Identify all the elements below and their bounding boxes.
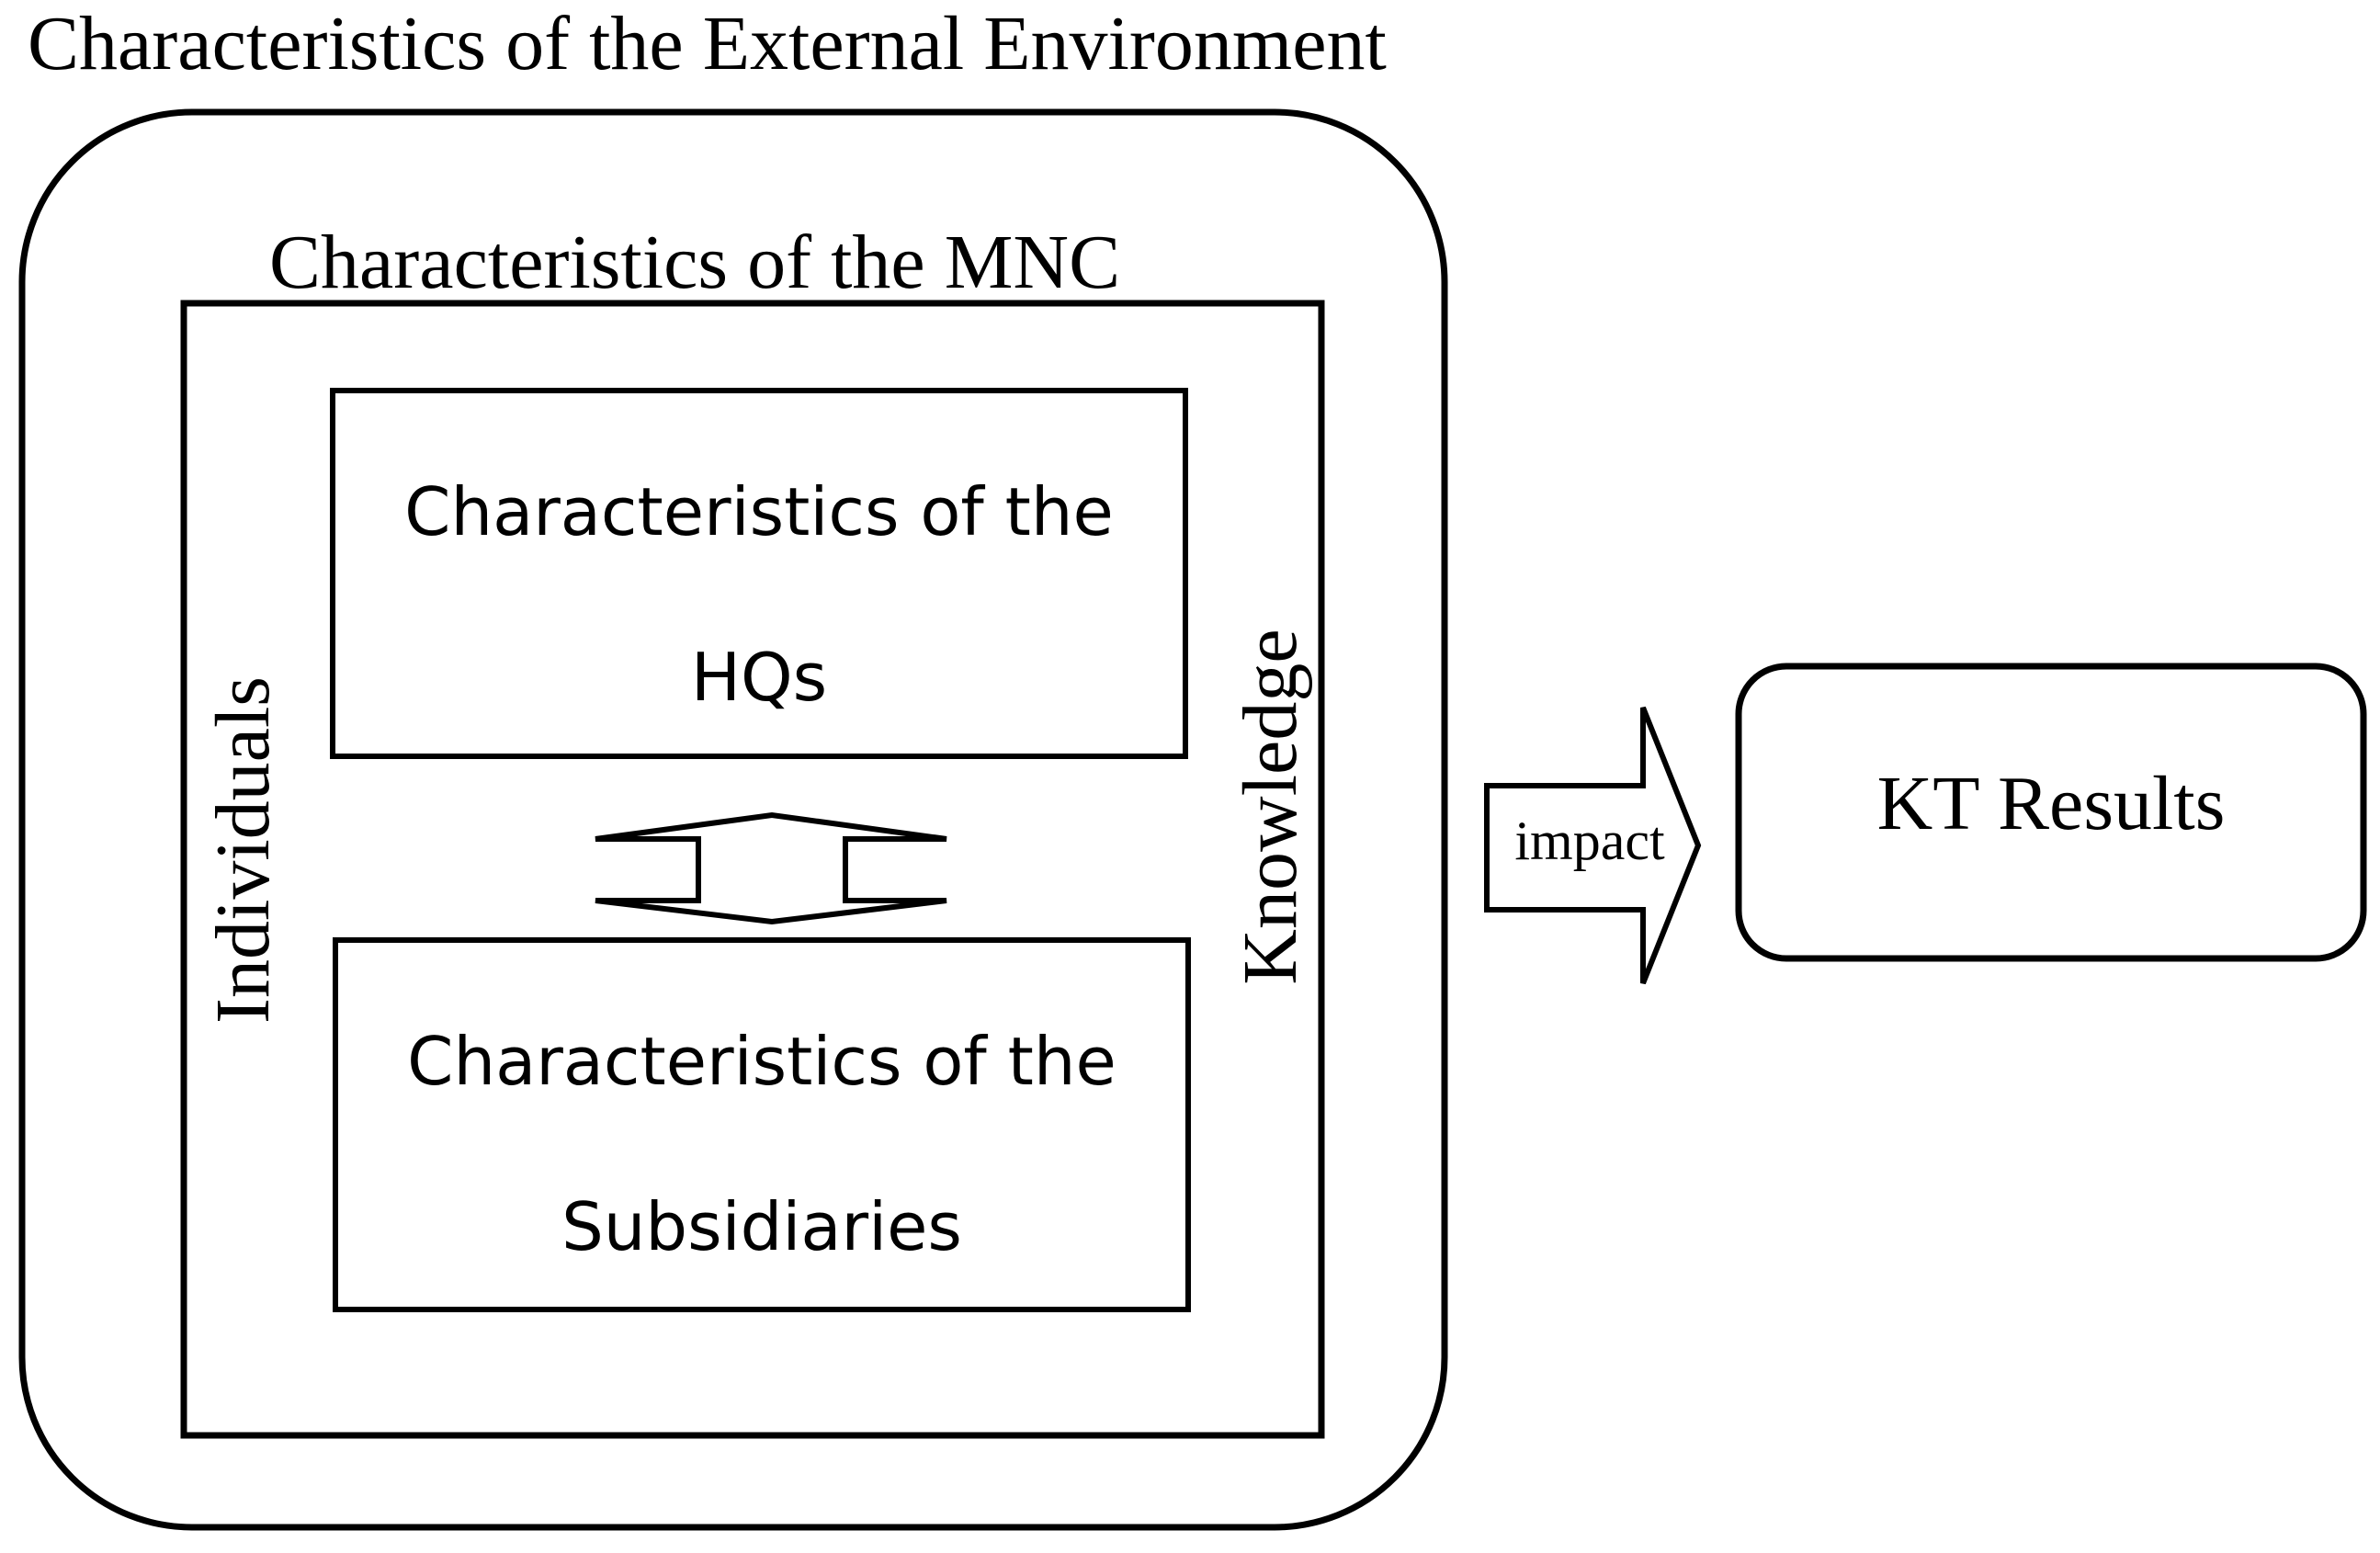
impact-arrow-icon — [1484, 706, 1702, 985]
bidirectional-arrow-icon — [595, 811, 947, 925]
hqs-box — [330, 388, 1188, 759]
mnc-title: Characteristics of the MNC — [269, 220, 1120, 305]
knowledge-label: Knowledge — [1228, 629, 1313, 984]
kt-results-label: KT Results — [1877, 761, 2226, 846]
subsidiaries-box — [333, 937, 1191, 1312]
hqs-box-label-line1: Characteristics of the — [404, 473, 1114, 550]
subsidiaries-box-label-line2: Subsidiaries — [561, 1188, 962, 1265]
impact-arrow-label: impact — [1514, 811, 1665, 871]
subsidiaries-box-label-line1: Characteristics of the — [407, 1023, 1116, 1100]
external-environment-title: Characteristics of the External Environm… — [28, 1, 1387, 86]
hqs-box-label-line2: HQs — [691, 639, 827, 716]
individuals-label: Individuals — [200, 676, 286, 1024]
kt-results-box — [1735, 663, 2367, 962]
